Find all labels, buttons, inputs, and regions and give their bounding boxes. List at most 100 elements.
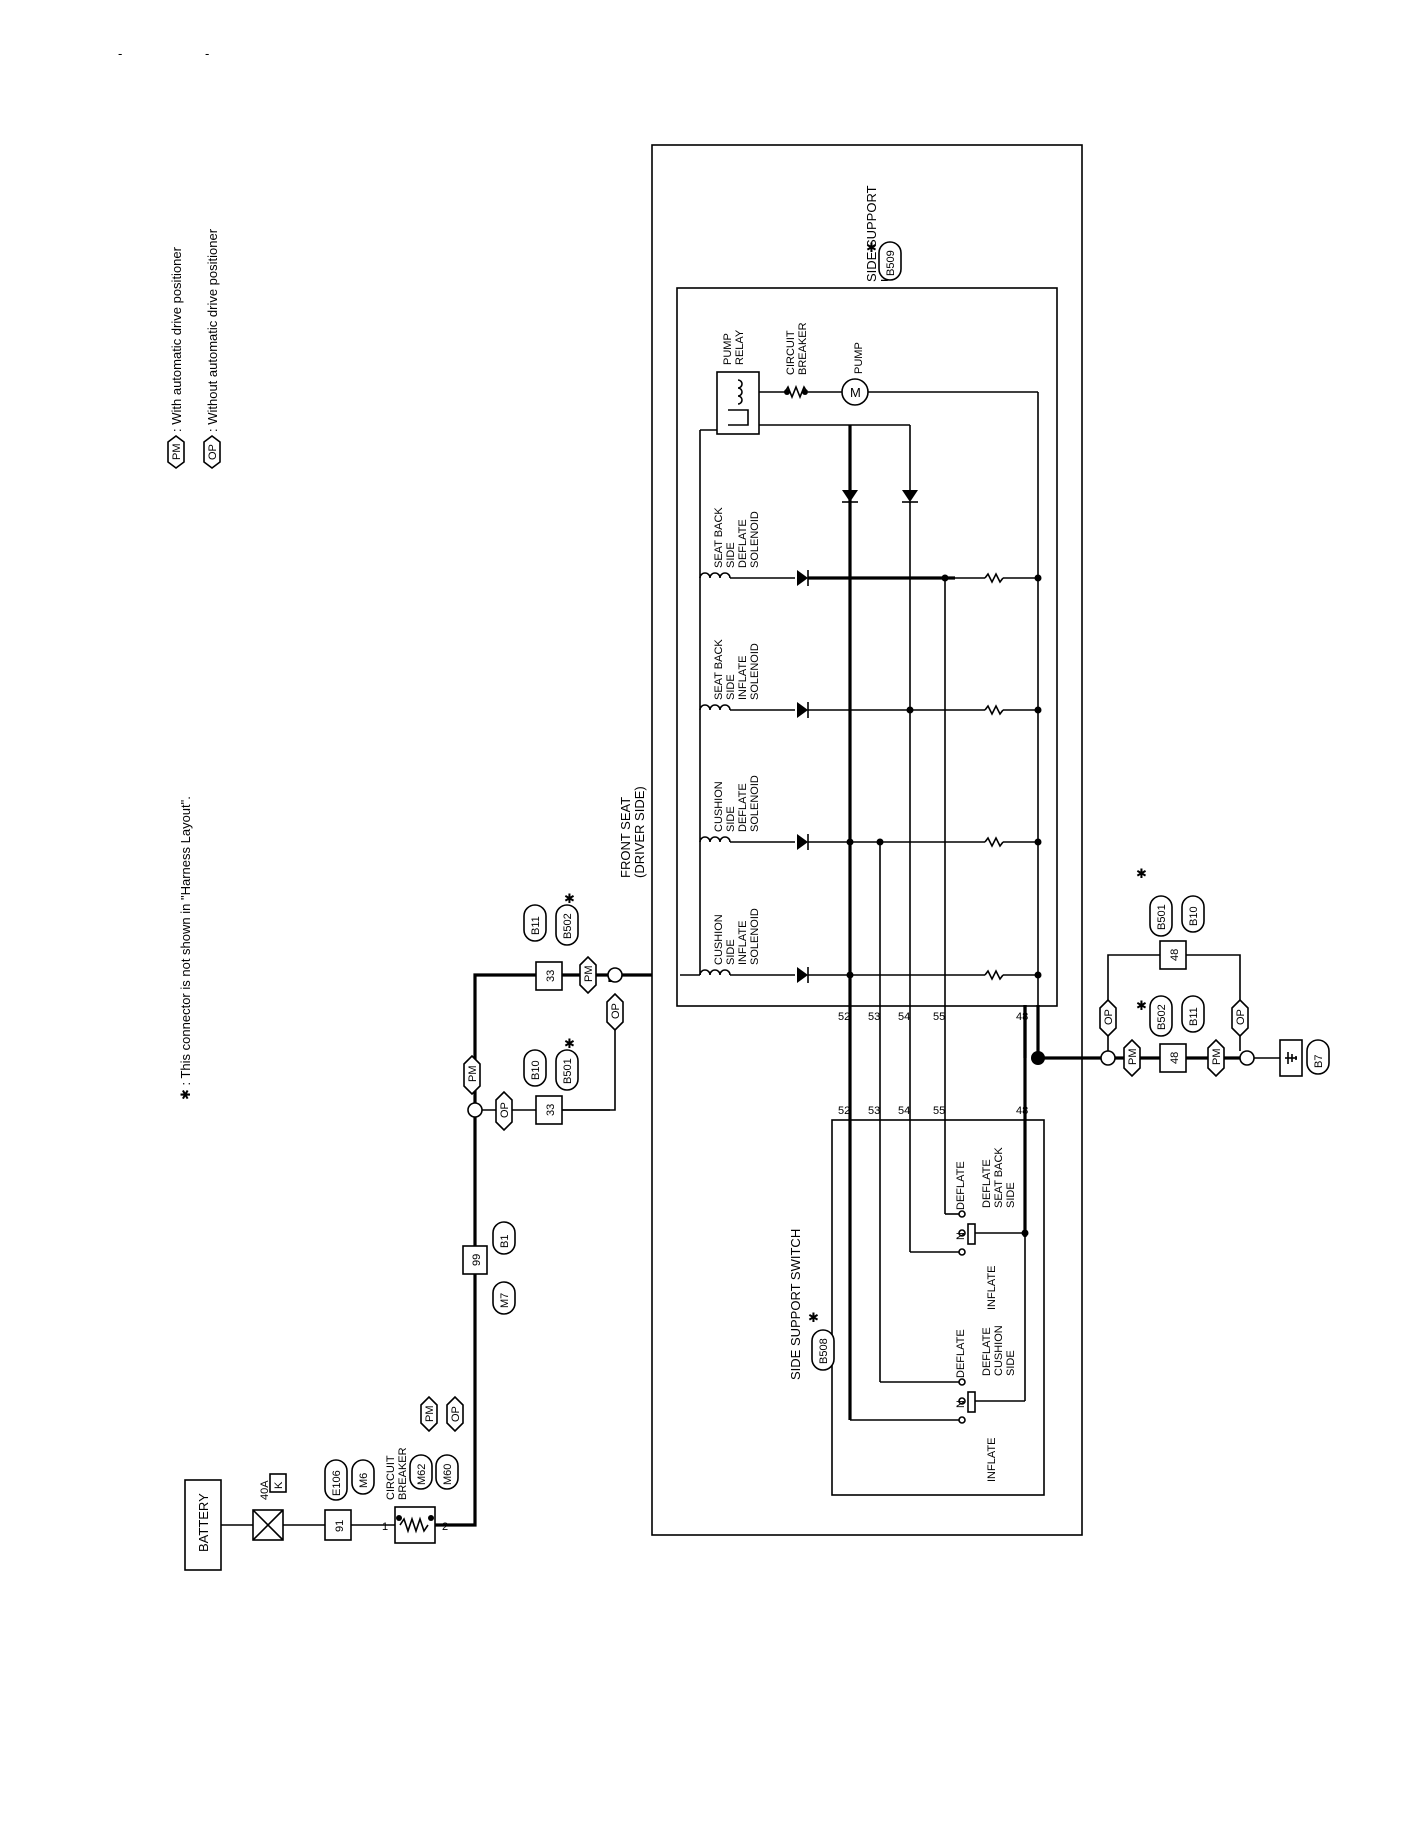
circuit-breaker-external: [394, 1506, 436, 1544]
upper-pm-text: PM: [583, 966, 595, 983]
pin-53-sw: 53: [868, 1105, 880, 1117]
switch-title: SIDE SUPPORT SWITCH: [788, 1229, 803, 1380]
connector-b11-gnd-label: B11: [1188, 1007, 1200, 1026]
connector-b502-pm: [555, 904, 579, 946]
side-support-unit-box: [676, 287, 1058, 1007]
connector-b502-pm-label: B502: [562, 913, 574, 939]
pump-motor-symbol: M: [850, 385, 861, 400]
pm-legend-text: : With automatic drive positioner: [169, 246, 184, 432]
solenoid-cushion-deflate: CUSHION SIDE DEFLATE SOLENOID: [699, 775, 1038, 850]
sol-cd-l3: DEFLATE: [737, 783, 749, 832]
connector-m6: [351, 1459, 375, 1495]
b501-op-star: ✱: [564, 1036, 575, 1051]
connector-48-pm: [1159, 1043, 1187, 1073]
cushion-inflate-label: INFLATE: [986, 1438, 998, 1482]
connector-33-op: [535, 1095, 563, 1125]
op-badge-text: OP: [207, 444, 219, 460]
sol-sd-l1: SEAT BACK: [713, 507, 725, 568]
op-badge: [203, 435, 221, 469]
gnd-op-badge-left: [1099, 998, 1117, 1038]
fusible-link-rating: 40A: [259, 1480, 271, 1500]
connector-b502-gnd: [1149, 995, 1173, 1037]
connector-e106-label: E106: [331, 1470, 343, 1496]
gnd-op-left-text: OP: [1103, 1009, 1115, 1025]
connector-91-label: 91: [334, 1520, 346, 1532]
merge-op-badge: [606, 992, 624, 1032]
b502-gnd-star: ✱: [1136, 998, 1147, 1013]
cushion-switch-lever: [967, 1391, 976, 1413]
cushion-n-pos: N: [955, 1400, 967, 1408]
connector-99-label: 99: [471, 1254, 483, 1266]
op-junction-circle: [467, 1102, 483, 1118]
connector-b501-op-label: B501: [562, 1058, 574, 1084]
pin-52-sw: 52: [838, 1105, 850, 1117]
asterisk-note-text: ✱ : This connector is not shown in "Harn…: [178, 796, 193, 1100]
sol-sd-l2: SIDE: [725, 542, 737, 568]
pump-label: PUMP: [853, 342, 865, 374]
gnd-pm-right-text: PM: [1211, 1049, 1223, 1066]
front-seat-line2: (DRIVER SIDE): [632, 786, 647, 878]
breaker-ext-line1: CIRCUIT: [385, 1455, 397, 1500]
seatback-label-l1: SEAT BACK: [993, 1147, 1005, 1208]
solenoid-cushion-inflate: CUSHION SIDE INFLATE SOLENOID: [680, 908, 1038, 983]
breaker-ext-line2: BREAKER: [397, 1447, 409, 1500]
op-legend: OP : Without automatic drive positioner: [203, 228, 221, 469]
cushion-deflate-label: DEFLATE: [981, 1327, 993, 1376]
breaker-internal-zigzag: [784, 384, 808, 400]
connector-m6-label: M6: [358, 1473, 370, 1488]
header-mark-left: -: [118, 46, 122, 61]
sol-si-l2: SIDE: [725, 674, 737, 700]
breaker-pm-badge: [420, 1395, 438, 1433]
cushion-label-l2: SIDE: [1005, 1350, 1017, 1376]
pin-53-top: 53: [868, 1011, 880, 1023]
connector-48-op-label: 48: [1169, 949, 1181, 961]
connector-b509-label: B509: [885, 250, 897, 276]
cushion-label-l1: CUSHION: [993, 1325, 1005, 1376]
battery-box: [184, 1479, 222, 1571]
sol-ci-l4: SOLENOID: [749, 908, 761, 965]
fusible-link-letter-box: [269, 1473, 287, 1493]
ground-op-junction: [1100, 1050, 1116, 1066]
connector-b10-gnd: [1181, 895, 1205, 933]
connector-b508: [811, 1329, 835, 1371]
connector-b502-gnd-label: B502: [1156, 1004, 1168, 1030]
sol-sd-l3: DEFLATE: [737, 519, 749, 568]
connector-33-pm-label: 33: [545, 970, 557, 982]
solenoid-seatback-inflate: SEAT BACK SIDE INFLATE SOLENOID: [699, 639, 1038, 718]
connector-b508-label: B508: [818, 1338, 830, 1364]
connector-48-pm-label: 48: [1169, 1052, 1181, 1064]
b509-star: ✱: [866, 240, 877, 255]
breaker-op-text: OP: [450, 1406, 462, 1422]
asterisk-note: ✱ : This connector is not shown in "Harn…: [178, 796, 193, 1100]
gnd-pm-badge-left: [1123, 1038, 1141, 1078]
diode-52: [842, 490, 858, 502]
connector-m7-label: M7: [499, 1293, 511, 1308]
header-mark-right: -: [205, 46, 209, 61]
sol-ci-l3: INFLATE: [737, 921, 749, 965]
merge-op-text: OP: [610, 1003, 622, 1019]
sol-si-l3: INFLATE: [737, 656, 749, 700]
wire-op-to-merge: [562, 1010, 616, 1111]
connector-b501-gnd: [1149, 895, 1173, 937]
pm-badge: [167, 435, 185, 469]
pump-relay-contact: [728, 409, 749, 426]
breaker-op-badge: [446, 1395, 464, 1433]
breaker-pin-1: 1: [382, 1521, 388, 1533]
connector-b10-op: [523, 1049, 547, 1087]
b501-gnd-star: ✱: [1136, 866, 1147, 881]
pm-legend: PM : With automatic drive positioner: [167, 246, 185, 469]
seatback-n-pos: N: [955, 1232, 967, 1240]
breaker-int-line1: CIRCUIT: [785, 330, 797, 375]
sol-cd-l1: CUSHION: [713, 781, 725, 832]
connector-b10-op-label: B10: [530, 1060, 542, 1080]
pin-52-top: 52: [838, 1011, 850, 1023]
connector-m60-label: M60: [442, 1464, 454, 1485]
circuit-breaker-external-zigzag: [399, 1516, 429, 1534]
connector-m7: [492, 1281, 516, 1315]
pump-relay-coil: [737, 379, 743, 405]
connector-b509: [878, 241, 902, 281]
upper-pm-badge: [579, 955, 597, 995]
sol-ci-l2: SIDE: [725, 939, 737, 965]
b508-star: ✱: [808, 1310, 819, 1325]
